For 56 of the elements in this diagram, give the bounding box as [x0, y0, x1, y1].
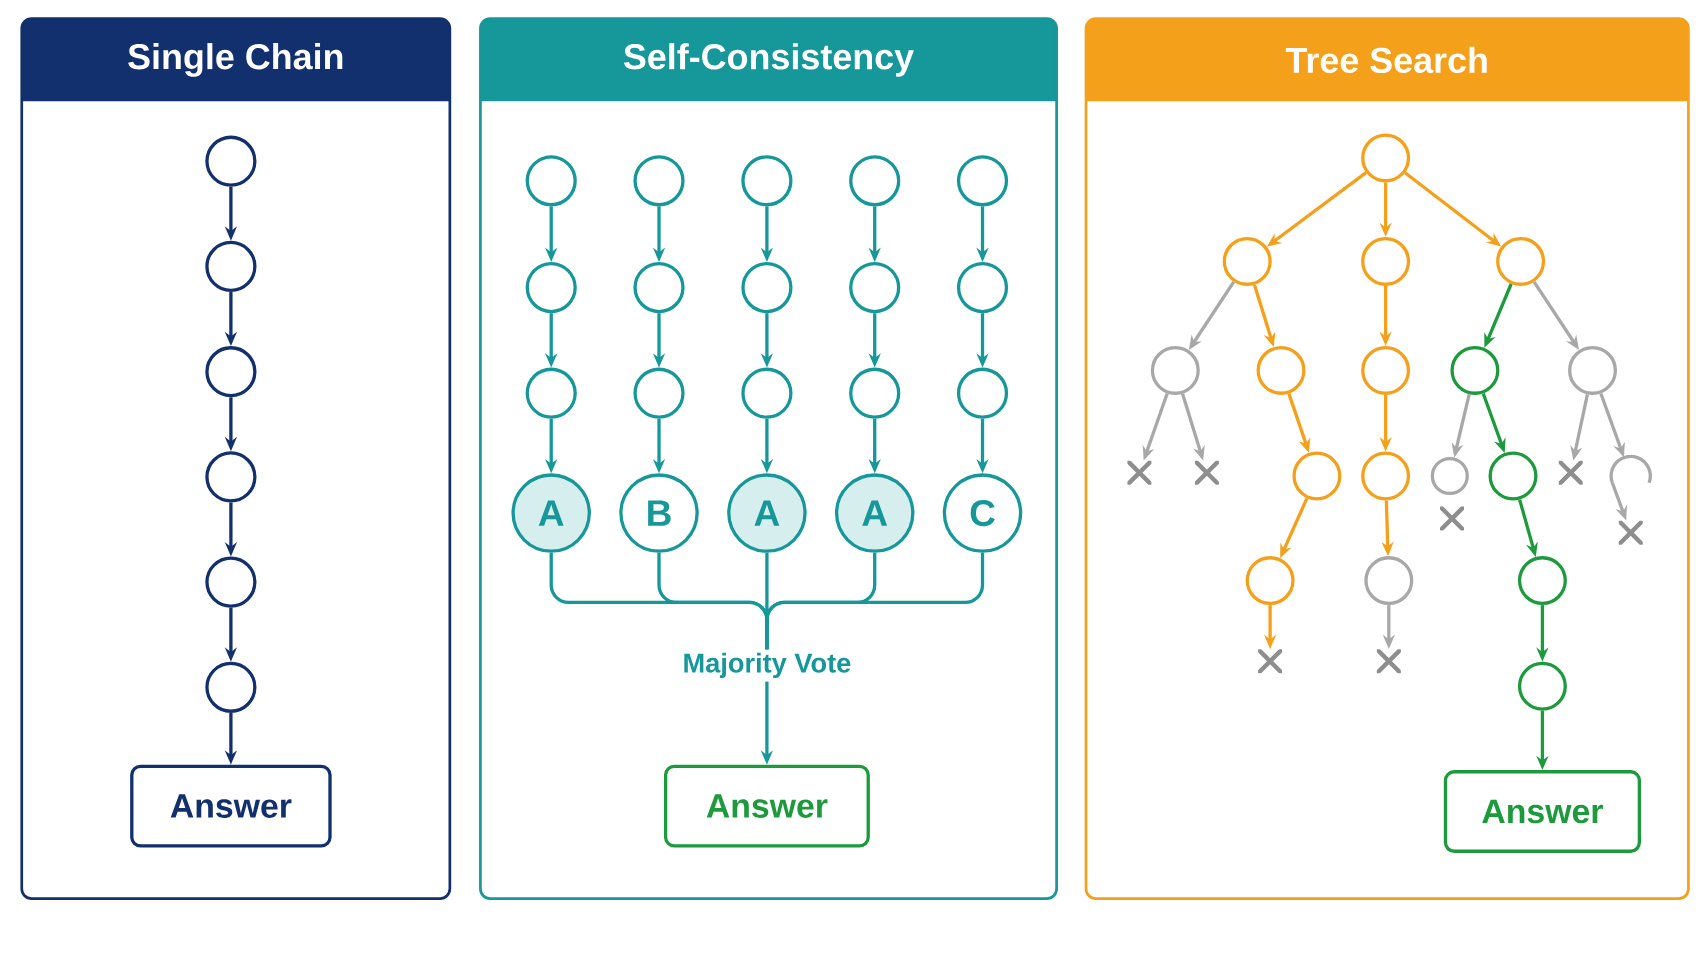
step-circle: [1450, 345, 1500, 395]
step-circle: [525, 155, 577, 207]
answer-box: Answer: [130, 764, 332, 848]
step-circle: [1361, 236, 1411, 286]
vote-label: Majority Vote: [684, 652, 851, 679]
step-circle: [1361, 133, 1411, 183]
cross-mark: [1127, 460, 1152, 485]
panel: [20, 17, 452, 900]
step-circle: [1568, 345, 1617, 395]
step-circle: [633, 155, 685, 207]
step-circle: [1517, 556, 1567, 606]
step-circle: [205, 556, 257, 608]
cross-mark: [1440, 506, 1464, 531]
cross-mark: [1618, 520, 1643, 545]
panel-title: Self-Consistency: [623, 43, 914, 77]
step-circle: [205, 240, 257, 292]
answer-box: Answer: [1443, 770, 1641, 853]
step-circle: [741, 367, 793, 419]
step-circle: [205, 661, 257, 713]
step-circle: [1150, 345, 1200, 395]
merge-line: [765, 552, 985, 650]
step-circle: [849, 367, 901, 419]
step-circle: [1361, 451, 1411, 501]
step-circle: [1222, 236, 1272, 286]
step-circle: [1245, 556, 1295, 606]
step-circle: [205, 346, 257, 398]
step-circle: [633, 367, 685, 419]
step-circle: [741, 155, 793, 207]
panel-title: Single Chain: [128, 43, 343, 77]
panel: [1084, 17, 1690, 900]
step-circle: [1292, 451, 1342, 501]
step-circle: [1430, 456, 1469, 496]
cross-mark: [1194, 460, 1219, 485]
cross-mark: [1558, 460, 1583, 485]
step-circle: [205, 451, 257, 503]
step-circle: [525, 367, 577, 419]
step-circle: [1256, 345, 1306, 395]
cross-mark: [1258, 649, 1283, 674]
step-circle: [1361, 345, 1411, 395]
step-circle: [956, 262, 1009, 314]
step-circle: [1496, 236, 1546, 286]
step-circle: [956, 155, 1009, 207]
step-circle: [633, 262, 685, 314]
step-circle: [1364, 556, 1414, 606]
answer-box: Answer: [663, 764, 870, 848]
step-circle: [205, 135, 257, 187]
step-circle: [1517, 661, 1567, 711]
cross-mark: [1376, 649, 1401, 674]
panel-title: Tree Search: [1285, 46, 1487, 74]
panel: [479, 17, 1058, 900]
step-circle: [525, 262, 577, 314]
step-circle: [849, 262, 901, 314]
step-circle: [741, 262, 793, 314]
step-circle: [1488, 451, 1538, 501]
step-circle: [849, 155, 901, 207]
step-circle: [956, 367, 1009, 419]
